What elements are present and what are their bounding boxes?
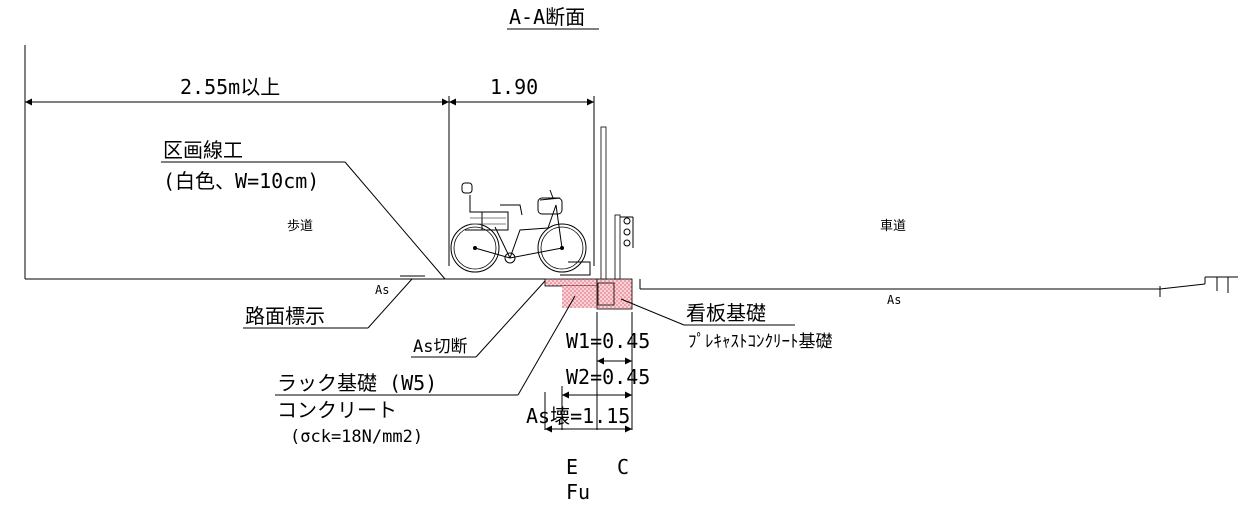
- label-e: E: [566, 455, 578, 479]
- rack-concrete-label: コンクリート: [277, 398, 397, 422]
- as-cut-leader: [475, 280, 546, 358]
- lane-marking-title: 区画線工: [163, 138, 243, 162]
- lane-marking-spec: (白色、W=10cm): [163, 169, 319, 193]
- rack-foundation-leader: [517, 295, 576, 396]
- sign-post: [600, 126, 607, 280]
- sign-foundation: [596, 278, 633, 310]
- signboard-foundation-label: 看板基礎: [686, 301, 766, 325]
- bicycle-icon: [450, 182, 591, 276]
- roadway-label: 車道: [880, 219, 906, 234]
- as-label-left: As: [375, 283, 389, 297]
- dim-rack-width: 1.90: [490, 75, 538, 99]
- rack-strength-label: (σck=18N/mm2): [290, 427, 423, 447]
- rack-foundation-top: [544, 278, 598, 287]
- signboard-leader: [620, 298, 685, 326]
- section-title: A-A断面: [509, 5, 585, 29]
- roadway-slope: [1159, 283, 1206, 290]
- label-c: C: [617, 455, 629, 479]
- sidewalk-label: 歩道: [287, 219, 313, 234]
- lane-marking-leader: [344, 161, 446, 280]
- as-cut-label: As切断: [413, 337, 467, 357]
- rack-foundation-body: [562, 286, 597, 308]
- dim-as-break: As壊=1.15: [526, 404, 630, 428]
- as-label-right: As: [887, 293, 901, 307]
- dim-w1: W1=0.45: [566, 329, 650, 353]
- bolt-3: [623, 239, 631, 247]
- sign-post-2: [614, 214, 621, 280]
- bolt-1: [623, 217, 631, 225]
- dim-left-width: 2.55m以上: [180, 75, 280, 99]
- rack-foundation-label: ラック基礎 (W5): [277, 371, 437, 395]
- label-fu: Fu: [566, 480, 590, 504]
- precast-block: [597, 282, 615, 306]
- bolt-2: [623, 228, 631, 236]
- road-sign-label: 路面標示: [245, 304, 325, 328]
- precast-label: ﾌﾟﾚｷｬｽﾄｺﾝｸﾘｰﾄ基礎: [688, 332, 833, 352]
- road-sign-leader: [367, 278, 413, 329]
- dim-w2: W2=0.45: [566, 365, 650, 389]
